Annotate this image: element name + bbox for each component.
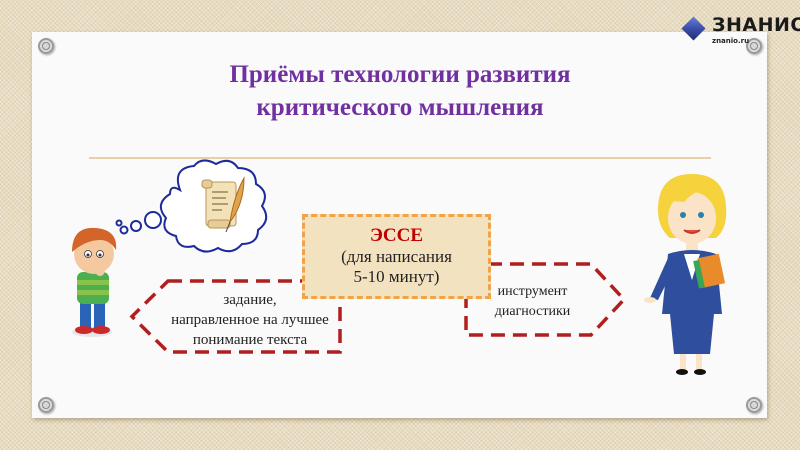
left-callout-text: задание, направленное на лучшее понимани… [150, 290, 350, 350]
essay-box: ЭССЕ (для написания 5-10 минут) [302, 214, 491, 299]
left-callout-line-2: направленное на лучшее [171, 312, 329, 328]
title-line-2: критического мышления [256, 94, 544, 121]
logo-domain: znanio.ru [712, 37, 750, 45]
thought-bubble-icon [115, 159, 268, 253]
essay-title: ЭССЕ [369, 225, 423, 246]
znanio-logo[interactable]: ЗНАНИО znanio.ru [681, 14, 800, 46]
essay-subtitle-line-1: (для написания [341, 247, 452, 266]
grommet-bottom-left-icon [38, 397, 54, 413]
left-callout-line-3: понимание текста [192, 332, 308, 348]
title-line-1: Приёмы технологии развития [229, 61, 571, 88]
grommet-top-left-icon [38, 38, 54, 54]
slide-title: Приёмы технологии развития критического … [150, 58, 650, 124]
right-callout-line-2: диагностики [494, 304, 571, 319]
scroll-quill-icon [201, 176, 245, 233]
logo-name: ЗНАНИО [712, 14, 800, 36]
essay-subtitle-line-2: 5-10 минут) [353, 267, 440, 286]
teacher-illustration [644, 174, 727, 375]
logo-diamond-icon [681, 16, 706, 41]
title-divider [89, 157, 711, 159]
grommet-top-right-icon [746, 38, 762, 54]
right-callout-shape [464, 262, 627, 337]
grommet-bottom-right-icon [746, 397, 762, 413]
right-callout-text: инструмент диагностики [470, 282, 595, 322]
right-callout-line-1: инструмент [497, 284, 568, 299]
left-callout-line-1: задание, [223, 292, 277, 308]
thinking-boy-illustration [72, 227, 117, 337]
